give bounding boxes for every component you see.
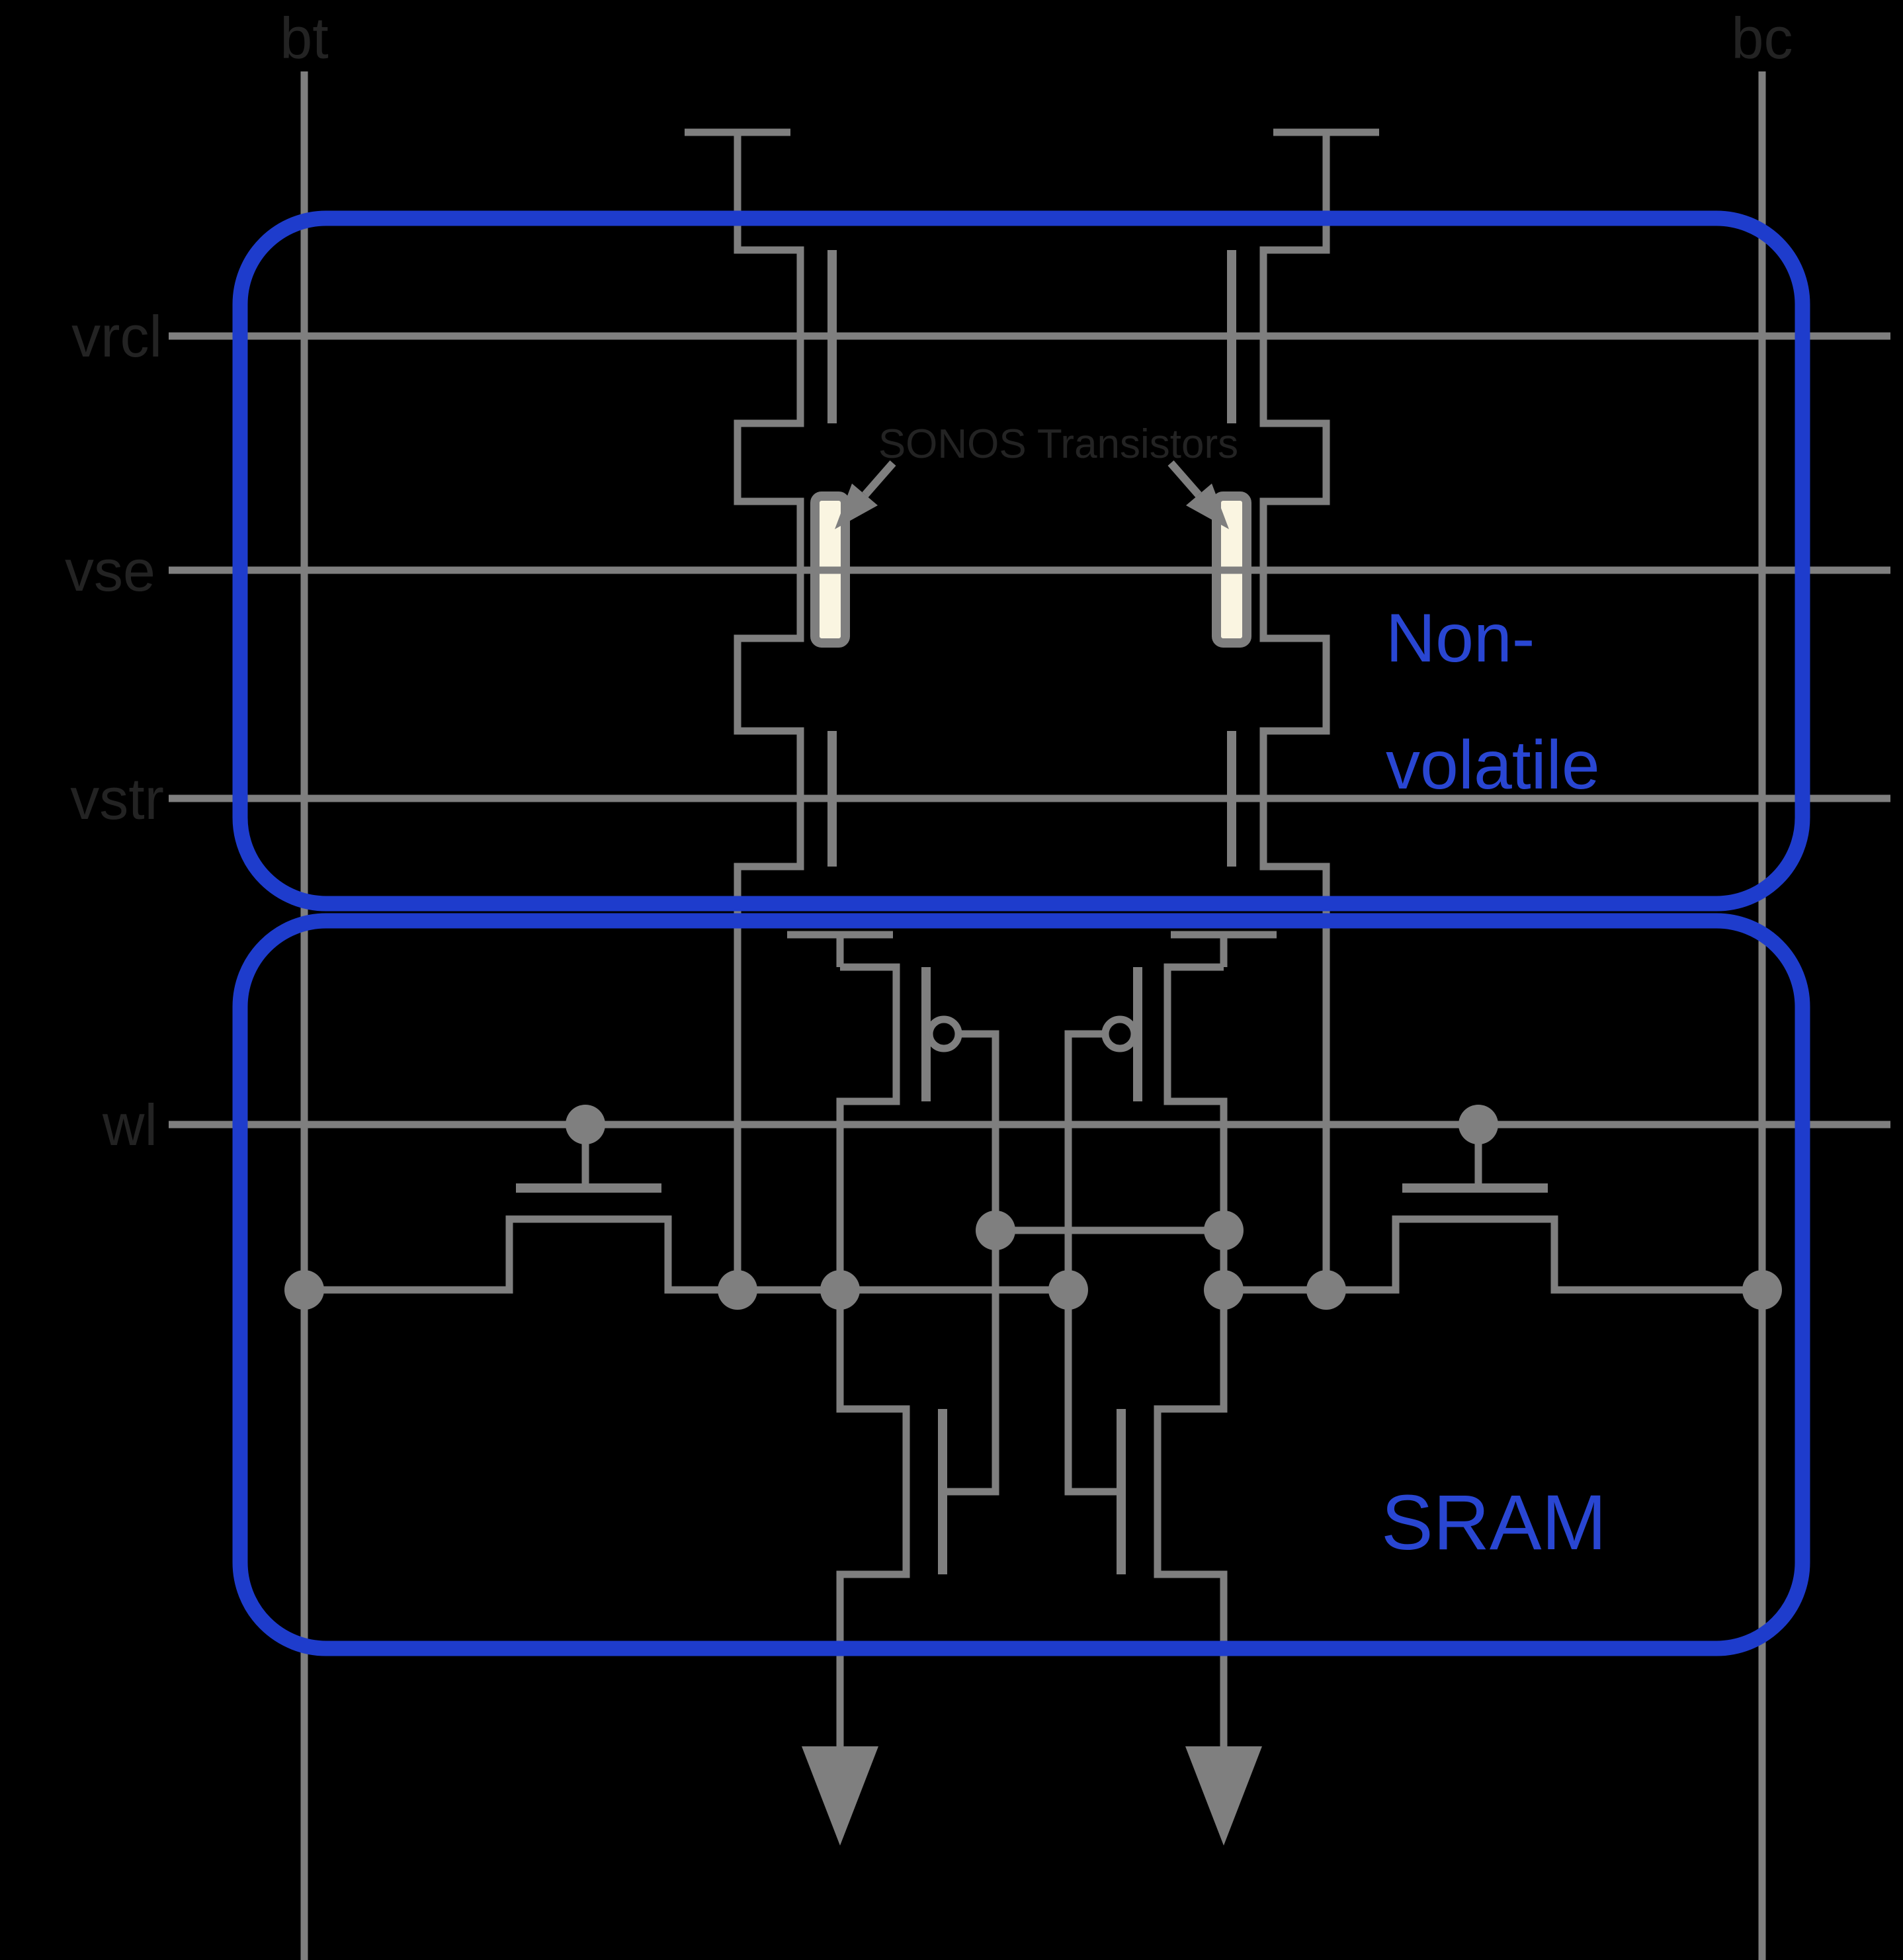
junction-dot bbox=[1204, 1211, 1244, 1250]
inverter-left bbox=[787, 931, 999, 1746]
junction-dots bbox=[284, 1105, 1782, 1310]
junction-dot bbox=[1048, 1270, 1088, 1310]
sonos-stack-left bbox=[685, 128, 850, 1290]
nonvolatile-label-line1: Non- bbox=[1386, 600, 1535, 677]
storage-node-left-wire bbox=[304, 1215, 1068, 1294]
pmos-bubble-left-icon bbox=[925, 1015, 962, 1052]
junction-dot bbox=[1306, 1270, 1346, 1310]
ground-arrow-icon bbox=[1185, 1746, 1262, 1846]
arrow-head-icon bbox=[835, 484, 878, 529]
pmos-bubble-right-icon bbox=[1101, 1015, 1138, 1052]
junction-dot bbox=[1204, 1270, 1244, 1310]
junction-dot bbox=[1742, 1270, 1782, 1310]
junction-dot bbox=[284, 1270, 324, 1310]
inverter-left-gate-wire bbox=[943, 1030, 999, 1496]
sonos-stack-right bbox=[1212, 128, 1379, 1290]
junction-dot bbox=[820, 1270, 860, 1310]
bitline-bc-label: bc bbox=[1732, 5, 1793, 71]
junction-dot bbox=[976, 1211, 1015, 1250]
inverter-left-channel bbox=[836, 963, 910, 1746]
nonvolatile-label-line2: volatile bbox=[1386, 727, 1600, 804]
storage-node-right-wire bbox=[1224, 1215, 1762, 1294]
rail-wl-label: wl bbox=[102, 1092, 157, 1158]
sonos-pointer-right bbox=[1167, 460, 1229, 529]
sram-label: SRAM bbox=[1381, 1479, 1607, 1566]
stack-channel-right bbox=[1259, 132, 1330, 1290]
inverter-right-channel bbox=[1154, 963, 1228, 1746]
inverter-right-gate-wire bbox=[1064, 1030, 1121, 1496]
junction-dot bbox=[566, 1105, 605, 1144]
bitline-bt-label: bt bbox=[280, 5, 328, 71]
rail-vstr-label: vstr bbox=[70, 766, 164, 831]
arrow-line bbox=[1167, 460, 1202, 497]
sonos-pointer-left bbox=[835, 460, 896, 529]
arrow-head-icon bbox=[1186, 484, 1229, 529]
sonos-annotation-label: SONOS Transistors bbox=[878, 421, 1238, 467]
nonvolatile-section-box bbox=[232, 210, 1810, 912]
sram-section-box bbox=[232, 913, 1810, 1656]
rail-vrcl-label: vrcl bbox=[71, 304, 162, 369]
rail-vse-label: vse bbox=[65, 538, 155, 603]
inverter-right bbox=[1064, 931, 1277, 1746]
stack-channel-left bbox=[734, 132, 804, 1290]
access-transistor-left bbox=[304, 1125, 1068, 1294]
junction-dot bbox=[718, 1270, 757, 1310]
ground-arrow-icon bbox=[802, 1746, 878, 1846]
access-transistor-right bbox=[1224, 1125, 1762, 1294]
junction-dot bbox=[1459, 1105, 1498, 1144]
arrow-line bbox=[862, 460, 896, 497]
